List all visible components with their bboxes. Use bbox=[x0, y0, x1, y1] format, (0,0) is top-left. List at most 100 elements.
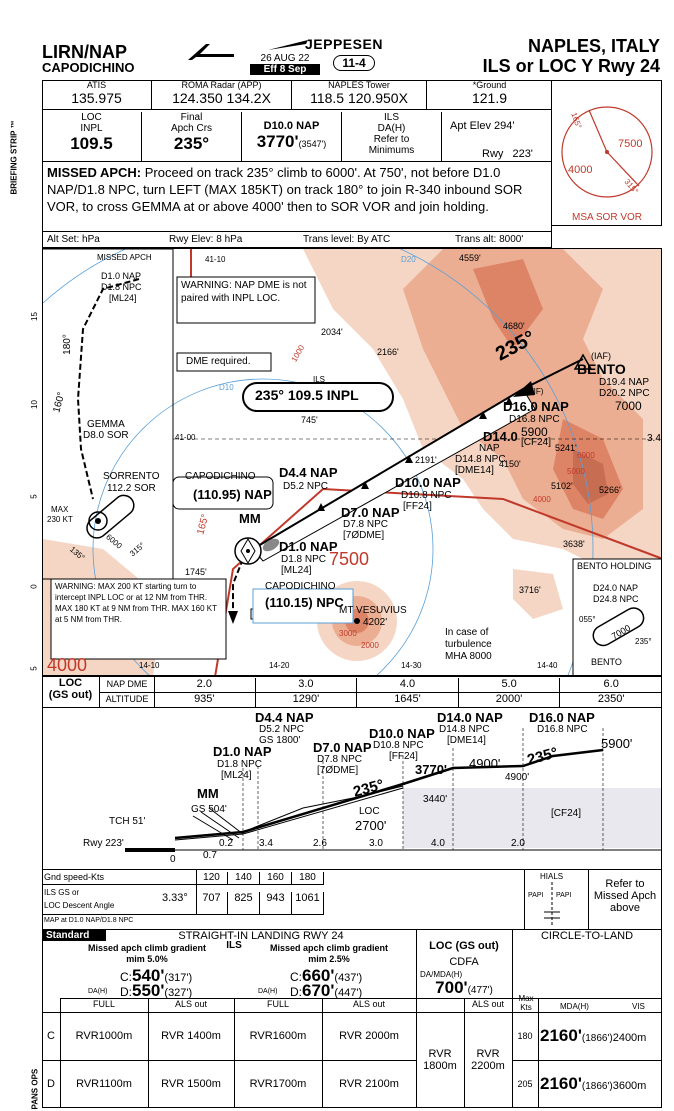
bento-holding-title: BENTO HOLDING bbox=[577, 561, 652, 571]
full-header1: FULL bbox=[92, 999, 115, 1009]
ground-freq: 121.9 bbox=[471, 90, 508, 106]
d160-fix-label: D16.0 NAP bbox=[503, 399, 569, 414]
missed-apch-text: Proceed on track 235° climb to 6000'. At… bbox=[47, 165, 523, 214]
grad2-min: mim 2.5% bbox=[308, 954, 350, 964]
ils-d-row: D:550'(327') bbox=[120, 981, 192, 1001]
prof-dist: 2.6 bbox=[313, 838, 327, 849]
refer-2: Missed Apch bbox=[593, 890, 657, 902]
bento-fix-icon bbox=[573, 353, 593, 370]
loc-rvr2: RVR 2200m bbox=[464, 1048, 512, 1072]
msa-alt-east: 7500 bbox=[618, 138, 643, 150]
speed-label4: MAP at D1.0 NAP/D1.8 NPC bbox=[44, 917, 134, 924]
pans-ops-label: PANS OPS bbox=[30, 1068, 40, 1110]
dme-distance-cell: 4.0 bbox=[357, 678, 459, 692]
cap-npc-label: CAPODICHINO bbox=[265, 581, 336, 592]
peak: 5102' bbox=[551, 481, 573, 491]
chart-number: 11-4 bbox=[333, 55, 375, 71]
circle-label: CIRCLE-TO-LAND bbox=[540, 930, 634, 942]
loc-rvr2-val: 2200m bbox=[471, 1060, 505, 1072]
row-d-v1: RVR1100m bbox=[76, 1078, 132, 1090]
d2-h: (447') bbox=[334, 987, 363, 999]
loc-ident: INPL bbox=[80, 123, 103, 134]
dme-required: DME required. bbox=[186, 356, 251, 367]
missed-apch-box: MISSED APCH: Proceed on track 235° climb… bbox=[42, 162, 552, 232]
jeppesen-logo-icon bbox=[186, 42, 236, 67]
speed-angle: 3.33° bbox=[162, 892, 188, 904]
trans-level: Trans level: By ATC bbox=[303, 234, 391, 245]
row-d-mda: 2160'(1866')3600m bbox=[540, 1074, 646, 1094]
ils-cell: ILS DA(H) Refer to Minimums bbox=[342, 112, 442, 162]
runway-icon bbox=[125, 848, 175, 852]
apt-elev: 294' bbox=[494, 120, 515, 132]
row-d-kts: 205 bbox=[517, 1079, 533, 1089]
fix-d160-icon bbox=[505, 397, 513, 405]
alt-rwy-elev: Rwy Elev: 8 hPa bbox=[169, 234, 243, 245]
atis-cell: ATIS 135.975 bbox=[42, 80, 152, 110]
radar-label: ROMA Radar (APP) bbox=[181, 80, 262, 90]
ils-label1: ILS bbox=[383, 112, 399, 123]
loc-min: 700'(477') bbox=[416, 978, 512, 998]
lon-label: 14-10 bbox=[139, 661, 160, 670]
iaf-tag: (IAF) bbox=[591, 351, 611, 361]
speed-cell: 120 bbox=[196, 872, 228, 884]
cdfa-label: CDFA bbox=[449, 956, 479, 968]
missed-apch-label: MISSED APCH: bbox=[47, 165, 142, 180]
radar-freq: 124.350 134.2X bbox=[172, 90, 271, 106]
bh-d2: D24.8 NPC bbox=[593, 594, 639, 604]
papi-label-left: PAPI bbox=[528, 892, 544, 899]
lat-label: 41-10 bbox=[205, 255, 226, 264]
bento-d1: D19.4 NAP bbox=[599, 377, 650, 388]
papi-label-right: PAPI bbox=[556, 892, 572, 899]
rate-cell: 825 bbox=[228, 892, 260, 914]
msa-circle bbox=[561, 106, 653, 198]
dme-row1-label: NAP DME bbox=[106, 679, 148, 689]
prof-d10-npc: D1.8 NPC bbox=[217, 759, 263, 770]
d44-fix-label: D4.4 NAP bbox=[279, 465, 338, 480]
trans-alt: Trans alt: 8000' bbox=[455, 234, 524, 245]
prof-d100: D10.0 NAP bbox=[369, 726, 435, 741]
peak: 2034' bbox=[321, 327, 343, 337]
refer-3: above bbox=[610, 902, 640, 914]
crs-label1: Final bbox=[180, 112, 203, 123]
dme-arc-d20 bbox=[43, 249, 594, 675]
apt-elev-cell: Apt Elev 294' bbox=[450, 120, 550, 132]
prof-d44: D4.4 NAP bbox=[255, 710, 314, 725]
gemma-label: GEMMA bbox=[87, 419, 125, 430]
warning-dme: WARNING: NAP DME is not paired with INPL… bbox=[181, 280, 307, 304]
vesuvius-label: MT VESUVIUS bbox=[339, 605, 407, 616]
msa-alt-west: 4000 bbox=[568, 164, 593, 176]
profile-view: D4.4 NAP D5.2 NPC GS 1800' D1.0 NAP D1.8… bbox=[42, 708, 662, 870]
scale-label: 0 bbox=[29, 584, 39, 589]
refer-text: Refer to Missed Apch above bbox=[588, 878, 662, 914]
row-d-mda-val: 2160' bbox=[540, 1074, 582, 1093]
prof-tch: TCH 51' bbox=[109, 816, 146, 827]
speed-cell: 180 bbox=[292, 872, 324, 884]
lon-label: 14-30 bbox=[401, 661, 422, 670]
inset-missed-label: MISSED APCH bbox=[97, 253, 152, 262]
dme-header-loc: LOC (GS out) bbox=[42, 677, 100, 708]
refer-1: Refer to bbox=[605, 878, 645, 890]
dme-label-d10: D10 bbox=[219, 383, 234, 392]
row-c-cat: C bbox=[47, 1030, 55, 1042]
d140-fix-code: [DME14] bbox=[455, 465, 494, 476]
peak: 3716' bbox=[519, 585, 541, 595]
d160-fix-alt: 5900 bbox=[521, 425, 548, 439]
atis-label: ATIS bbox=[86, 80, 107, 90]
grad1-min: mim 5.0% bbox=[126, 954, 168, 964]
contour: 3000 bbox=[339, 629, 357, 638]
peak: 745' bbox=[301, 415, 318, 425]
rwy-label: Rwy bbox=[482, 148, 504, 160]
tower-label: NAPLES Tower bbox=[328, 80, 390, 90]
row-c-mda-val: 2160' bbox=[540, 1026, 582, 1045]
ils-label2: DA(H) bbox=[377, 123, 406, 134]
c2-label: C: bbox=[290, 970, 302, 984]
rate-cell: 707 bbox=[196, 892, 228, 914]
c1-label: C: bbox=[120, 970, 132, 984]
prof-dist: 2.0 bbox=[511, 838, 525, 849]
prof-3770: 3770' bbox=[415, 762, 448, 777]
dme-distance-cell: 6.0 bbox=[603, 678, 619, 690]
row-c-v3: RVR1600m bbox=[249, 1030, 307, 1042]
prof-dist: 4.0 bbox=[431, 838, 445, 849]
inset-frame bbox=[43, 249, 174, 580]
loc-cell: LOC INPL 109.5 bbox=[42, 112, 142, 162]
